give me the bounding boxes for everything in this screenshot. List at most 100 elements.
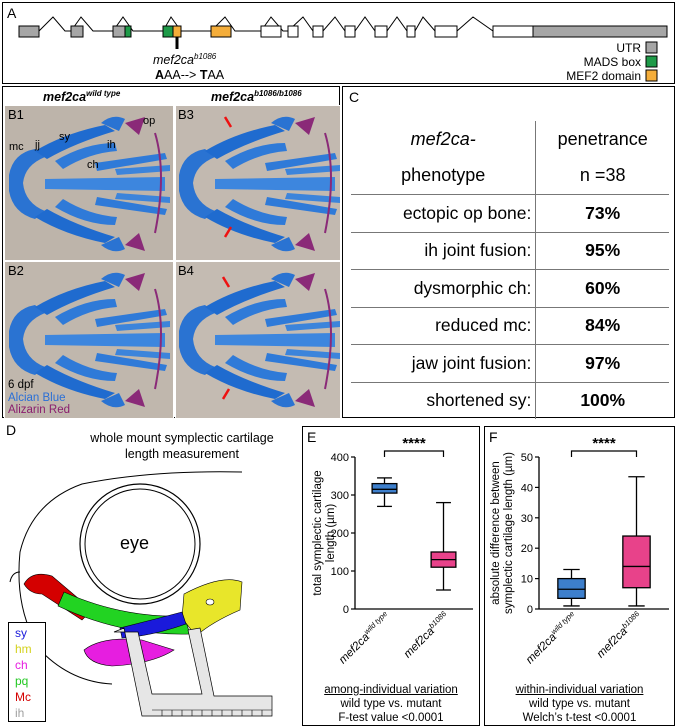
- label-mc: mc: [9, 141, 24, 153]
- legend-mc: Mc: [15, 690, 31, 704]
- panel-d-title-line2: length measurement: [125, 447, 239, 461]
- header-right-1: penetrance: [535, 121, 669, 158]
- penetrance-cell: 97%: [535, 344, 669, 382]
- gene-structure-diagram: mef2cab1086 AAA--> TAA UTR MADS box MEF2…: [18, 16, 668, 83]
- table-row: ectopic op bone:73%: [351, 194, 669, 232]
- phenotype-cell: shortened sy:: [351, 381, 536, 419]
- exon-5-mef2: [210, 25, 232, 38]
- table-row: shortened sy:100%: [351, 381, 669, 419]
- legend-ih: ih: [15, 706, 25, 720]
- table-row: jaw joint fusion:97%: [351, 344, 669, 382]
- legend-pq: pq: [15, 674, 29, 688]
- caliper: [113, 627, 273, 717]
- panel-label-b4: B4: [178, 263, 194, 278]
- header-right-2: n =38: [535, 157, 669, 195]
- y-axis-label: absolute difference betweensymplectic ca…: [490, 452, 515, 614]
- header-left-2: phenotype: [401, 165, 486, 186]
- panel-a: A mef2cab1086 AAA--> TAA UTR MADS box ME…: [2, 2, 675, 84]
- panel-label-f: F: [489, 429, 498, 445]
- label-sy: sy: [59, 131, 70, 143]
- legend-mef2-label: MEF2 domain: [566, 69, 641, 83]
- exon-12: [434, 25, 458, 38]
- y-tick-label: 0: [343, 604, 349, 616]
- eye-circle: [79, 483, 201, 605]
- legend-utr-label: UTR: [616, 41, 641, 55]
- box: [371, 482, 398, 494]
- significance-stars: ****: [402, 435, 426, 452]
- penetrance-cell: 73%: [535, 194, 669, 232]
- panel-label-c: C: [349, 89, 360, 105]
- penetrance-cell: 60%: [535, 269, 669, 307]
- phenotype-cell: reduced mc:: [351, 306, 536, 345]
- caption-e-1: among-individual variation: [324, 684, 458, 696]
- label-ih: ih: [107, 139, 116, 151]
- exon-2: [70, 25, 84, 38]
- panel-d-title-line1: whole mount symplectic cartilage: [90, 431, 274, 445]
- box: [557, 577, 586, 600]
- panel-label-b1: B1: [8, 107, 24, 122]
- exon-13: [492, 25, 534, 38]
- panel-c: C mef2ca- penetrance phenotype n =38 ect…: [342, 86, 675, 419]
- stain-alizarin: Alizarin Red: [8, 404, 70, 416]
- table-header-row-1: mef2ca- penetrance: [351, 121, 669, 158]
- panel-label-b3: B3: [178, 107, 194, 122]
- phenotype-table: mef2ca- penetrance phenotype n =38 ectop…: [351, 121, 669, 419]
- penetrance-cell: 84%: [535, 306, 669, 345]
- phenotype-cell: jaw joint fusion:: [351, 344, 536, 382]
- penetrance-cell: 95%: [535, 231, 669, 270]
- table-row: dysmorphic ch:60%: [351, 269, 669, 307]
- phenotype-cell: dysmorphic ch:: [351, 269, 536, 307]
- exon-utr-3: [532, 25, 668, 38]
- legend-mef2-swatch: [645, 69, 658, 82]
- y-tick-label: 100: [331, 566, 349, 578]
- allele-label: mef2cab1086: [153, 52, 217, 67]
- exon-4-mads: [162, 25, 174, 38]
- label-ch: ch: [87, 159, 99, 171]
- panel-d-legend: sy hm ch pq Mc ih: [8, 622, 46, 722]
- header-left-1: mef2ca-: [410, 128, 476, 149]
- legend-hm: hm: [15, 642, 32, 656]
- panel-e-caption: among-individual variation wild type vs.…: [303, 683, 479, 725]
- exon-3-mads: [124, 25, 132, 38]
- eye-label: eye: [120, 533, 149, 553]
- panel-label-b2: B2: [8, 263, 24, 278]
- legend-mads-swatch: [645, 55, 658, 68]
- exon-11: [406, 25, 416, 38]
- col1-title: mef2cawild type: [43, 89, 121, 105]
- panel-d-title: whole mount symplectic cartilage length …: [62, 430, 302, 462]
- table-header-row-2: phenotype n =38: [351, 157, 669, 195]
- caption-e-3: F-test value <0.0001: [338, 712, 444, 724]
- fish-head-schematic: eye: [9, 471, 273, 717]
- caption-f-1: within-individual variation: [515, 684, 644, 696]
- y-tick-label: 50: [521, 452, 533, 464]
- category-label: mef2cab1086: [400, 609, 452, 661]
- caption-f-3: Welch’s t-test <0.0001: [522, 712, 637, 724]
- category-label: mef2cawild type: [335, 609, 392, 666]
- mutation-label: AAA--> TAA: [155, 68, 225, 82]
- panel-b: mef2cawild type mef2cab1086/b1086: [2, 86, 341, 419]
- col2-title: mef2cab1086/b1086: [211, 89, 302, 105]
- phenotype-cell: ih joint fusion:: [351, 231, 536, 270]
- legend-utr-swatch: [645, 41, 658, 54]
- label-op: op: [143, 115, 156, 127]
- stage-label: 6 dpf: [8, 379, 34, 391]
- exon-10: [374, 25, 388, 38]
- exon-3: [112, 25, 126, 38]
- caption-f-2: wild type vs. mutant: [529, 698, 630, 710]
- category-label: mef2cawild type: [522, 609, 579, 666]
- y-tick-label: 10: [521, 574, 533, 586]
- legend-sy: sy: [15, 626, 27, 640]
- panel-label-a: A: [7, 5, 17, 21]
- penetrance-cell: 100%: [535, 381, 669, 419]
- category-label: mef2cab1086: [593, 609, 645, 661]
- y-tick-label: 40: [521, 482, 533, 494]
- y-tick-label: 400: [331, 452, 349, 464]
- y-tick-label: 200: [331, 528, 349, 540]
- exon-6: [260, 25, 282, 38]
- y-tick-label: 0: [527, 604, 533, 616]
- exon-9: [344, 25, 356, 38]
- caption-e-2: wild type vs. mutant: [340, 698, 442, 710]
- legend-mads-label: MADS box: [584, 55, 641, 69]
